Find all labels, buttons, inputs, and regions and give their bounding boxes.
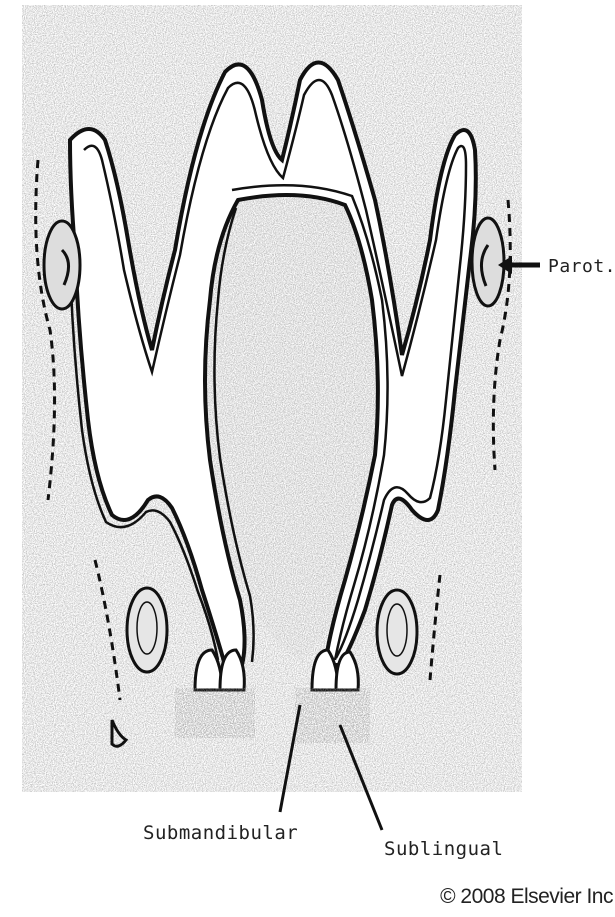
- left-vessel: [127, 588, 167, 672]
- right-parotid-gland: [472, 218, 504, 306]
- right-margin-white: [522, 0, 615, 917]
- right-gland-stipple: [295, 688, 370, 743]
- left-gland-stipple: [175, 688, 255, 738]
- submandibular-label: Submandibular: [143, 822, 298, 844]
- left-margin-white: [0, 0, 22, 917]
- parotid-label: Parot.: [548, 256, 615, 277]
- right-vessel: [377, 590, 417, 674]
- sublingual-label: Sublingual: [384, 838, 503, 860]
- copyright-notice: © 2008 Elsevier Inc: [440, 885, 613, 909]
- left-parotid-gland: [44, 221, 80, 309]
